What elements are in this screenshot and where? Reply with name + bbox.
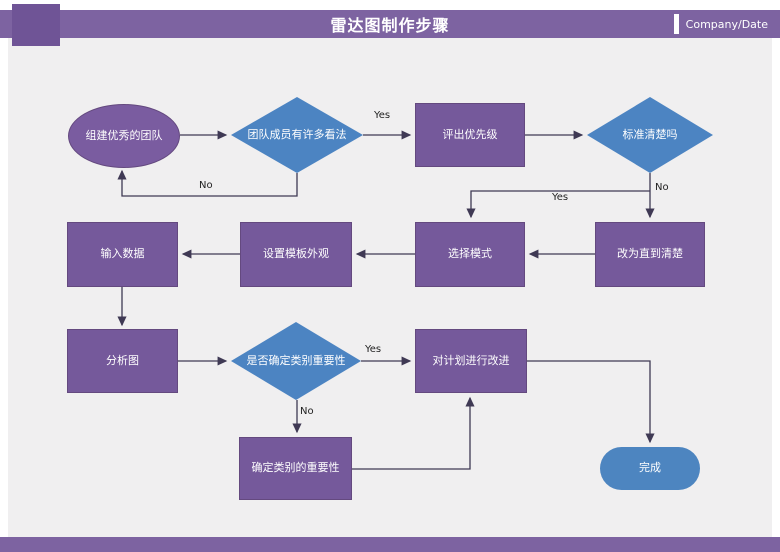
edge-label-opinions-no: No: [199, 180, 213, 191]
node-prioritize[interactable]: 评出优先级: [415, 103, 525, 167]
node-analyze-chart[interactable]: 分析图: [67, 329, 178, 393]
edge-label-importance-no: No: [300, 406, 314, 417]
node-set-template[interactable]: 设置模板外观: [240, 222, 352, 287]
node-input-data-label: 输入数据: [100, 247, 145, 261]
page-title: 雷达图制作步骤: [330, 16, 450, 35]
company-divider-bar: [673, 14, 679, 34]
node-input-data[interactable]: 输入数据: [67, 222, 178, 287]
node-improve-plan-label: 对计划进行改进: [432, 353, 510, 367]
company-date-label: Company/Date: [685, 17, 768, 31]
node-select-mode[interactable]: 选择模式: [415, 222, 525, 287]
node-prioritize-label: 评出优先级: [442, 127, 498, 141]
edge-label-importance-yes: Yes: [365, 344, 382, 355]
node-many-opinions-label: 团队成员有许多看法: [247, 127, 347, 141]
edge-label-standard-no: No: [655, 182, 669, 193]
header-bar: [0, 10, 780, 38]
node-set-template-label: 设置模板外观: [263, 247, 329, 261]
edge-label-opinions-yes: Yes: [374, 110, 391, 121]
corner-accent-square: [12, 4, 60, 46]
node-change-until-clear-label: 改为直到清楚: [617, 247, 683, 261]
node-build-team-label: 组建优秀的团队: [85, 128, 163, 142]
edge-label-standard-yes: Yes: [552, 192, 569, 203]
node-category-importance-question-label: 是否确定类别重要性: [246, 353, 346, 367]
footer-bar: [0, 537, 780, 552]
node-determine-importance[interactable]: 确定类别的重要性: [239, 437, 352, 500]
node-change-until-clear[interactable]: 改为直到清楚: [595, 222, 705, 287]
company-date-block: Company/Date: [673, 10, 768, 38]
node-standard-clear-label: 标准清楚吗: [622, 127, 678, 141]
node-done[interactable]: 完成: [600, 447, 700, 490]
node-analyze-chart-label: 分析图: [106, 353, 139, 367]
node-improve-plan[interactable]: 对计划进行改进: [415, 329, 527, 393]
node-build-team[interactable]: 组建优秀的团队: [68, 104, 180, 168]
node-done-label: 完成: [639, 461, 661, 475]
node-select-mode-label: 选择模式: [448, 247, 492, 261]
node-determine-importance-label: 确定类别的重要性: [251, 461, 340, 475]
